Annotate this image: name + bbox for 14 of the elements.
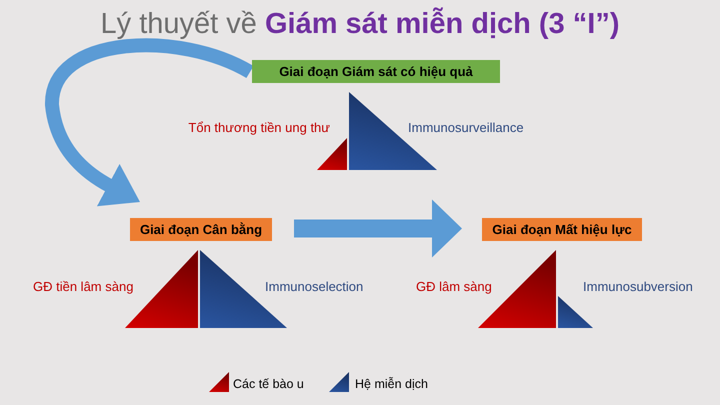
stage-header: Giai đoạn Mất hiệu lực [482,218,642,241]
curved-arrow [45,38,254,206]
legend-label: Hệ miễn dịch [355,377,428,391]
stage-header: Giai đoạn Cân bằng [130,218,272,241]
stage-header: Giai đoạn Giám sát có hiệu quả [252,60,500,83]
stage-label: Tổn thương tiền ung thư [188,120,330,135]
slide-title: Lý thuyết về Giám sát miễn dịch (3 “I”) [100,8,620,41]
stage-label: Immunosubversion [583,279,693,294]
stage-label: Immunosurveillance [408,120,524,135]
legend-label: Các tế bào u [233,377,304,391]
stage-label: Immunoselection [265,279,364,294]
block-arrow [294,200,462,258]
stage-label: GĐ tiền lâm sàng [33,279,134,294]
stage-label: GĐ lâm sàng [416,279,492,294]
